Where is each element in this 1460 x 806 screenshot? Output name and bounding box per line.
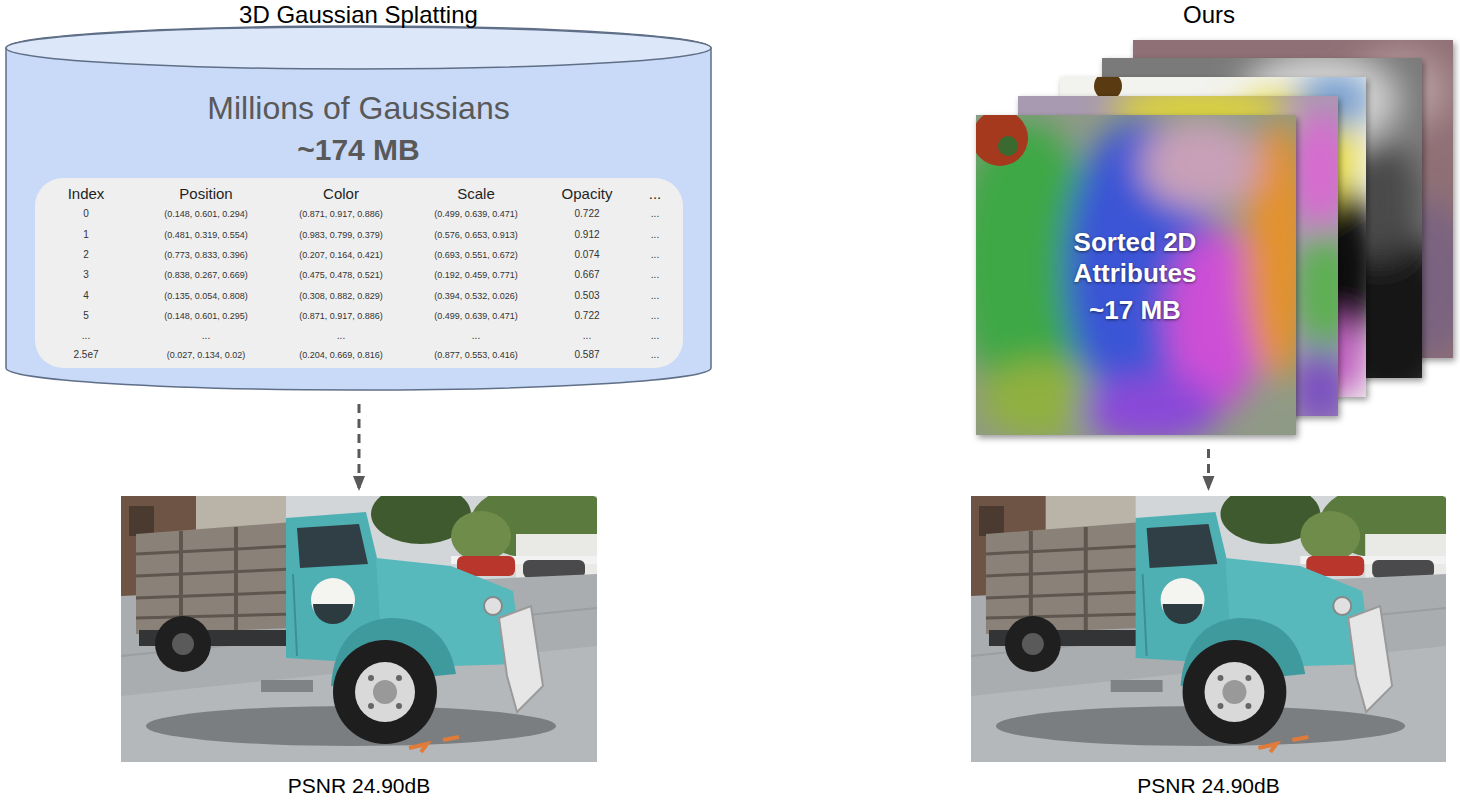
attribute-layer-front: [976, 115, 1296, 435]
table-cell: ...: [651, 330, 659, 342]
table-cell: 5: [83, 310, 89, 322]
table-cell: 0.722: [574, 208, 599, 220]
table-cell: 0.912: [574, 229, 599, 241]
size-label: ~17 MB: [1089, 295, 1181, 326]
table-cell: (0.148, 0.601, 0.294): [164, 209, 248, 220]
panel-heading: Ours: [1183, 1, 1235, 30]
table-cell: (0.475, 0.478, 0.521): [299, 270, 383, 281]
table-cell: (0.983, 0.799, 0.379): [299, 230, 383, 241]
table-cell: ...: [651, 229, 659, 241]
render-photo: PSNR 24.90dB: [971, 496, 1446, 762]
stack-label: Sorted 2D Attributes: [1020, 227, 1250, 289]
connector-group: [359, 404, 1209, 491]
table-cell: ...: [651, 208, 659, 220]
table-cell: ...: [82, 330, 90, 342]
table-cell: (0.693, 0.551, 0.672): [434, 250, 518, 261]
table-cell: 1: [83, 229, 89, 241]
table-header: Index: [68, 185, 105, 203]
table-header: Color: [323, 185, 359, 203]
table-cell: (0.838, 0.267, 0.669): [164, 270, 248, 281]
table-cell: (0.204, 0.669, 0.816): [299, 350, 383, 361]
table-cell: (0.871, 0.917, 0.886): [299, 311, 383, 322]
attribute-layer-front: [1080, 375, 1220, 435]
table-cell: 0.667: [574, 269, 599, 281]
table-header: ...: [649, 185, 662, 203]
table-cell: (0.027, 0.134, 0.02): [167, 350, 246, 361]
table-cell: (0.308, 0.882, 0.829): [299, 291, 383, 302]
render-photo-image: [971, 483, 1460, 762]
table-cell: (0.207, 0.164, 0.421): [299, 250, 383, 261]
table-cell: (0.394, 0.532, 0.026): [434, 291, 518, 302]
table-cell: (0.499, 0.639, 0.471): [434, 311, 518, 322]
table-cell: (0.481, 0.319, 0.554): [164, 230, 248, 241]
render-photo: PSNR 24.90dB: [121, 496, 597, 762]
store-label: Millions of Gaussians: [207, 89, 509, 127]
render-photo-image: [121, 483, 611, 762]
table-cell: 0.074: [574, 249, 599, 261]
table-cell: 0.503: [574, 290, 599, 302]
attribute-layer-front: [980, 360, 1100, 435]
table-cell: ...: [651, 290, 659, 302]
table-cell: ...: [202, 330, 210, 342]
table-cell: 0.722: [574, 310, 599, 322]
table-cell: (0.576, 0.653, 0.913): [434, 230, 518, 241]
table-cell: 0: [83, 208, 89, 220]
size-label: ~174 MB: [297, 132, 420, 168]
table-cell: (0.499, 0.639, 0.471): [434, 209, 518, 220]
cylinder-body: [6, 26, 711, 390]
table-cell: 4: [83, 290, 89, 302]
table-cell: (0.871, 0.917, 0.886): [299, 209, 383, 220]
table-cell: (0.773, 0.833, 0.396): [164, 250, 248, 261]
table-cell: ...: [651, 269, 659, 281]
table-cell: ...: [651, 349, 659, 361]
attribute-layer-front: [1140, 120, 1260, 210]
table-cell: ...: [651, 249, 659, 261]
table-cell: (0.148, 0.601, 0.295): [164, 311, 248, 322]
attribute-layer-front: [976, 115, 1028, 166]
attribute-image-stack: OursSorted 2D Attributes~17 MB: [976, 115, 1296, 435]
dashed-arrow: [1207, 449, 1210, 491]
table-cell: ...: [472, 330, 480, 342]
table-cell: ...: [337, 330, 345, 342]
database-cylinder: 3D Gaussian SplattingMillions of Gaussia…: [5, 26, 712, 390]
panel-heading: 3D Gaussian Splatting: [239, 1, 478, 30]
table-cell: (0.135, 0.054, 0.808): [164, 291, 248, 302]
attribute-layer-front: [955, 110, 1313, 445]
table-cell: 0.587: [574, 349, 599, 361]
psnr-caption: PSNR 24.90dB: [1137, 773, 1279, 798]
table-cell: (0.877, 0.553, 0.416): [434, 350, 518, 361]
table-cell: (0.192, 0.459, 0.771): [434, 270, 518, 281]
table-cell: 3: [83, 269, 89, 281]
table-cell: 2: [83, 249, 89, 261]
attribute-layer-color: [1295, 230, 1338, 350]
attribute-layer-front: [976, 120, 1296, 435]
attribute-layer-color: [1290, 110, 1338, 230]
table-cell: ...: [583, 330, 591, 342]
table-header: Opacity: [562, 185, 613, 203]
dashed-arrow: [358, 404, 361, 491]
cylinder-top: [6, 27, 711, 69]
attribute-table: Index Position Color Scale Opacity... 0 (0.148…: [35, 178, 683, 368]
table-cell: 2.5e7: [73, 349, 98, 361]
table-header: Scale: [457, 185, 495, 203]
attribute-layer-front: [998, 136, 1018, 156]
psnr-caption: PSNR 24.90dB: [288, 773, 430, 798]
table-header: Position: [179, 185, 232, 203]
table-cell: ...: [651, 310, 659, 322]
attribute-layer-color: [1290, 350, 1338, 416]
